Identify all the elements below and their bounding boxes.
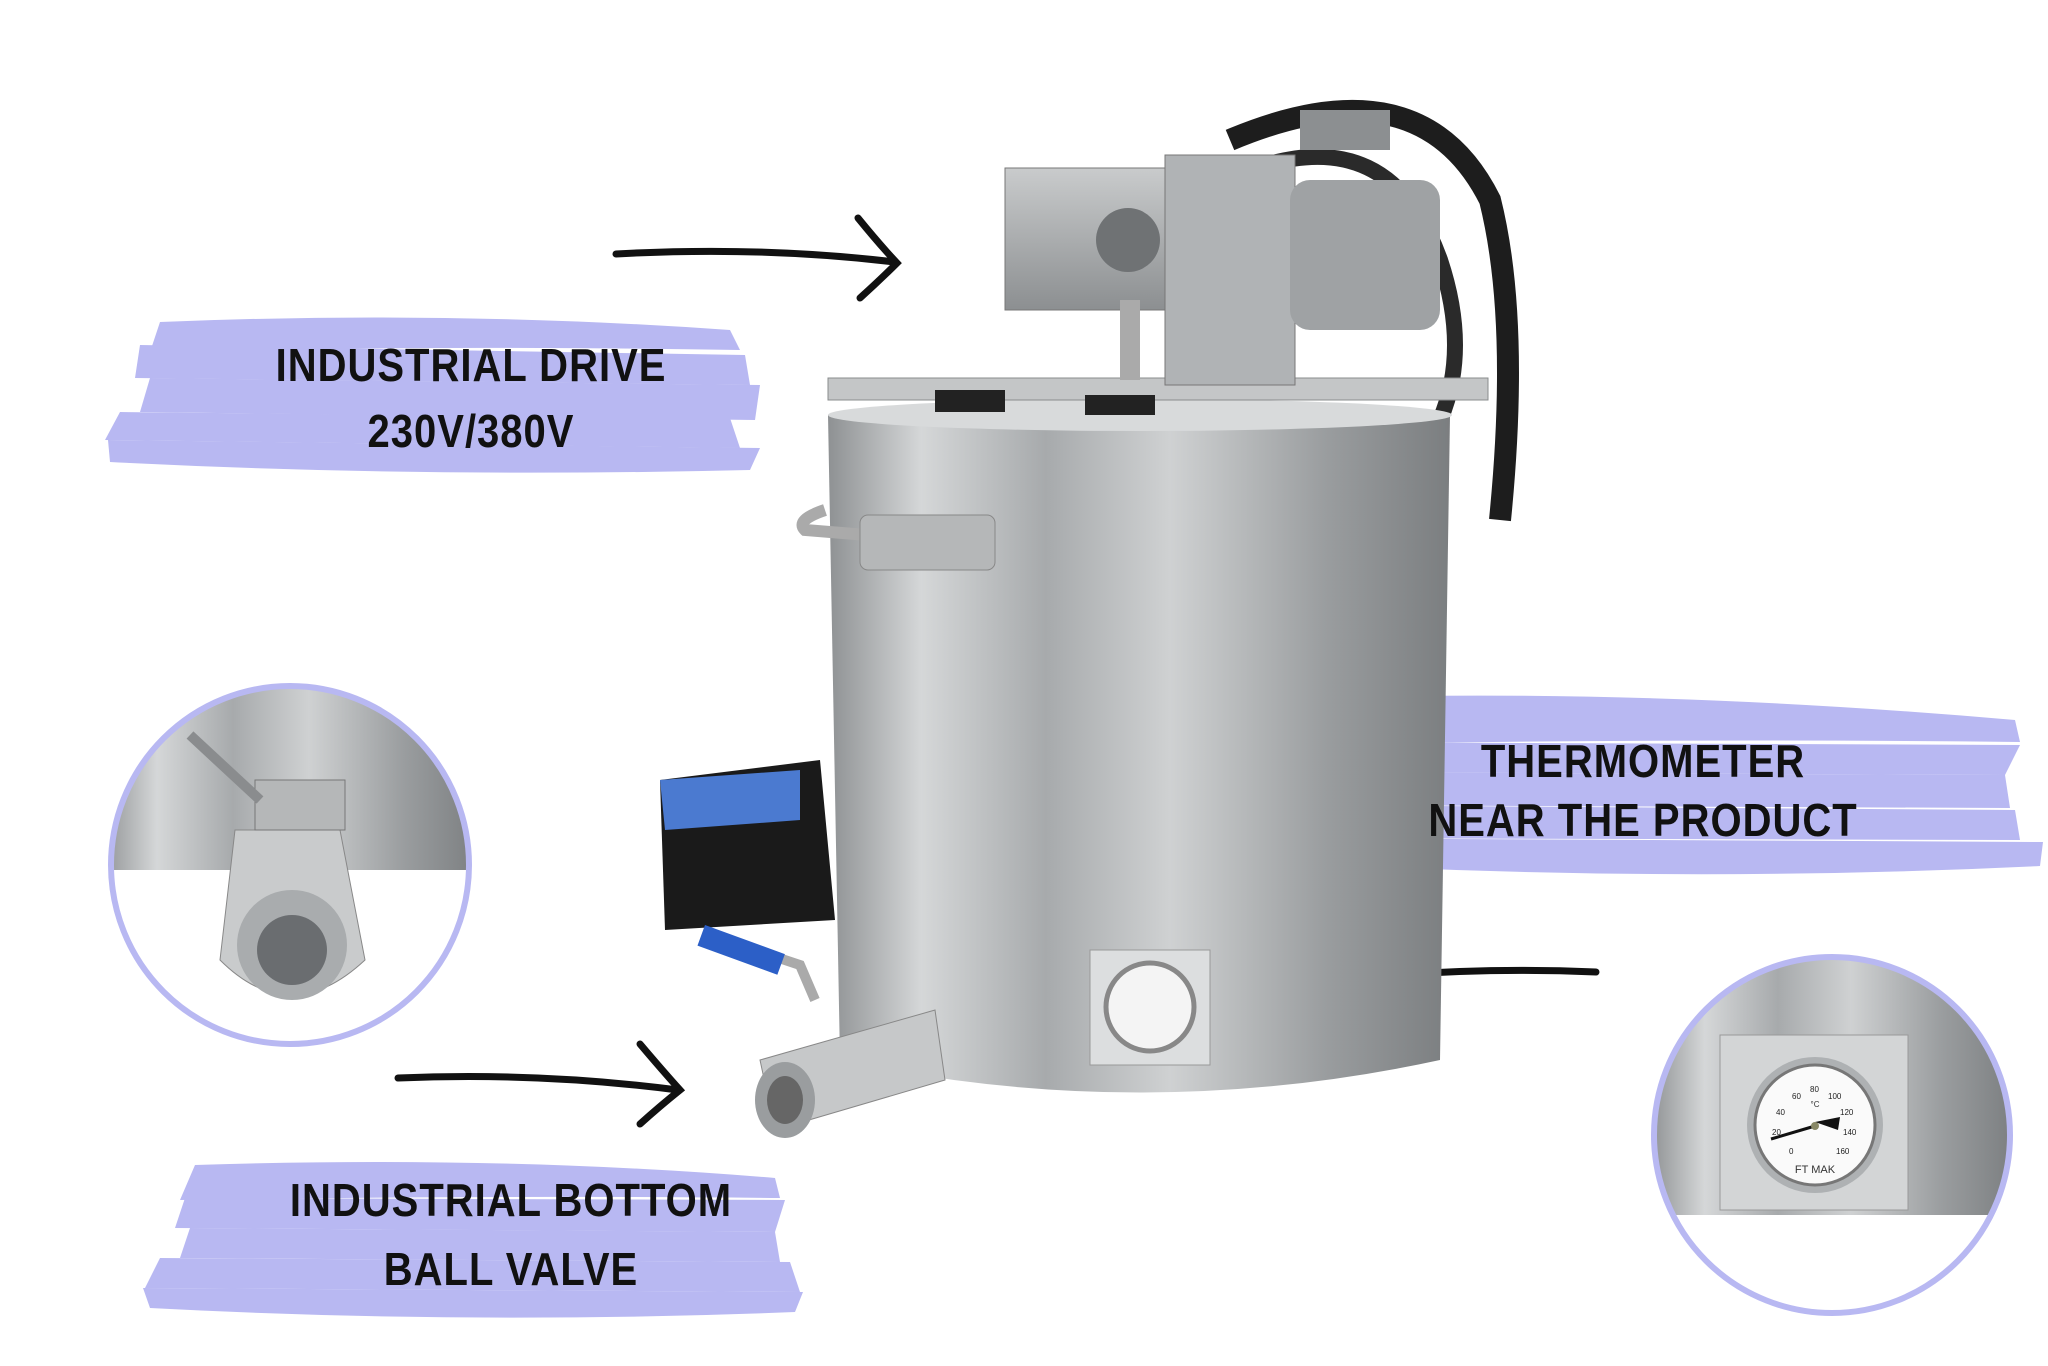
dial-tick-0: 0 [1789, 1147, 1794, 1156]
dial-tick-60: 60 [1792, 1092, 1801, 1101]
arrow-valve-icon [394, 1040, 686, 1128]
arrow-drive-icon [612, 214, 902, 302]
callout-valve-line1: INDUSTRIAL BOTTOM [289, 1175, 733, 1227]
dial-tick-100: 100 [1828, 1092, 1842, 1101]
dial-tick-120: 120 [1840, 1108, 1854, 1117]
callout-thermometer-line1: THERMOMETER [1480, 736, 1806, 788]
dial-tick-80: 80 [1810, 1085, 1819, 1094]
callout-thermometer-line2: NEAR THE PRODUCT [1428, 795, 1858, 847]
thermometer-dial-brand: FT MAK [1794, 1164, 1836, 1176]
brush-thermometer [1248, 695, 2043, 875]
dial-tick-160: 160 [1836, 1147, 1850, 1156]
brush-valve [143, 1161, 803, 1318]
dial-tick-20: 20 [1772, 1128, 1781, 1137]
callout-drive-line1: INDUSTRIAL DRIVE [275, 340, 667, 392]
thermometer-dial-unit: °C [1810, 1100, 1820, 1109]
dial-tick-140: 140 [1843, 1128, 1857, 1137]
callout-drive-line2: 230V/380V [367, 406, 575, 458]
callout-valve-line2: BALL VALVE [383, 1244, 639, 1296]
valve-detail-inset [108, 683, 472, 1047]
brush-drive [105, 317, 760, 473]
product-mixer-tank [660, 99, 1519, 1138]
dial-tick-40: 40 [1776, 1108, 1785, 1117]
thermometer-detail-inset [1651, 954, 2013, 1316]
